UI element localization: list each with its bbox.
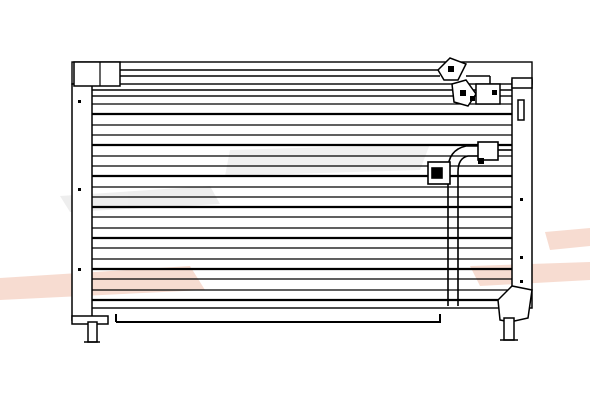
inlet-block [475, 83, 501, 105]
watermark-stripe [0, 266, 205, 300]
top-rail-outer [71, 61, 533, 85]
pipe-fitting [477, 141, 499, 161]
left-header-tank [71, 61, 121, 343]
left-top-block [73, 61, 121, 87]
right-bottom-bracket [497, 285, 533, 323]
right-mount-stem [503, 317, 515, 341]
tube-rows [92, 103, 516, 302]
bottom-bracket [115, 314, 441, 323]
left-mount-stem [87, 321, 98, 343]
condenser-core [89, 95, 519, 309]
watermark [0, 144, 590, 300]
right-side-tab [517, 99, 525, 121]
left-header-dots [78, 100, 81, 271]
watermark-stripe [60, 186, 220, 212]
pipe-clamp-inner [431, 167, 443, 179]
watermark-stripe [545, 228, 590, 250]
inlet-fitting-details [448, 66, 497, 101]
right-header-tank [497, 77, 533, 341]
right-header-dots [520, 198, 523, 283]
refrigerant-pipe [427, 141, 512, 306]
right-top-cap [511, 77, 533, 89]
top-rail [71, 61, 533, 91]
inlet-fittings [437, 57, 501, 107]
watermark-stripe [225, 144, 430, 176]
left-header-body [71, 83, 93, 321]
